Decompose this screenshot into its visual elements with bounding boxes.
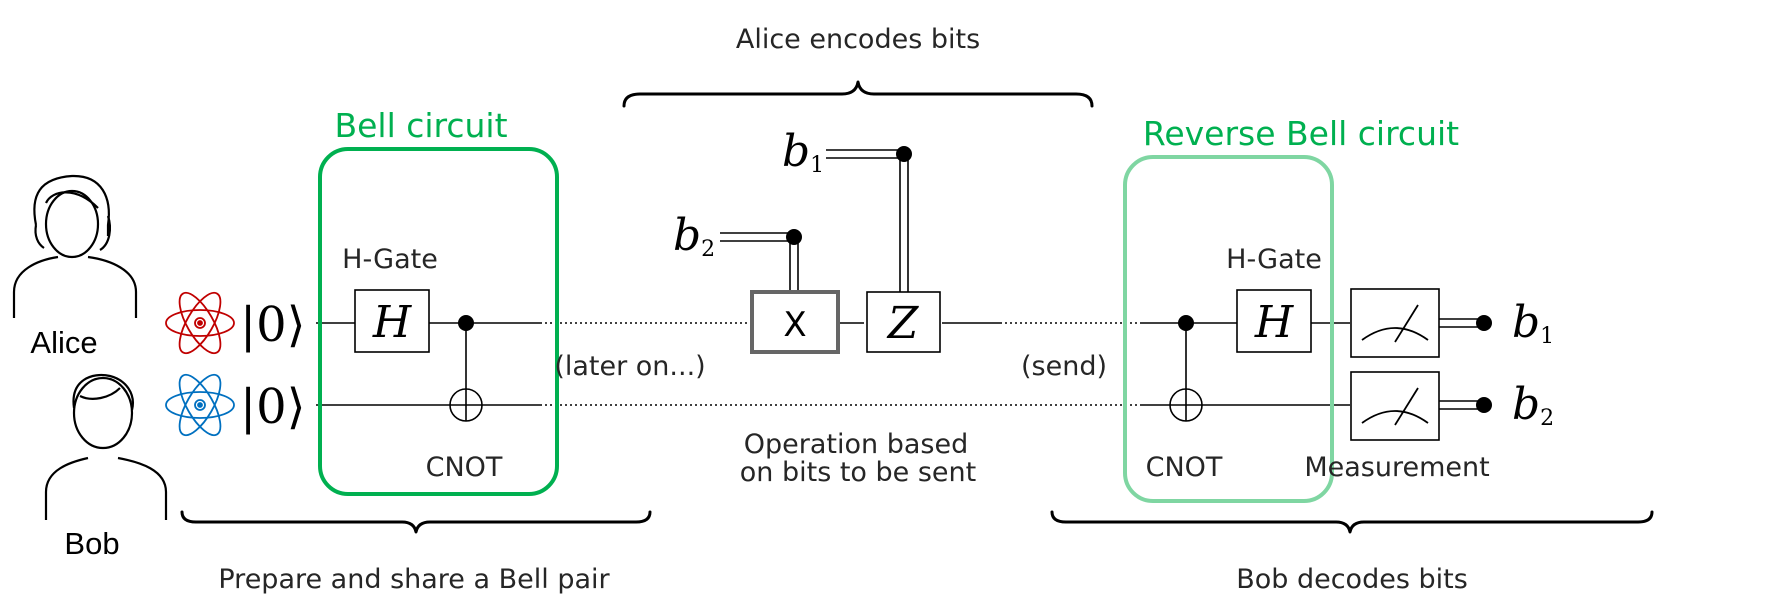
bob-decodes-label: Bob decodes bits <box>1236 564 1468 595</box>
operation-label-line1: Operation based <box>744 429 968 460</box>
later-on-label: (later on...) <box>554 351 705 382</box>
prepare-brace <box>180 510 652 534</box>
prepare-share-label: Prepare and share a Bell pair <box>218 564 610 595</box>
cnot-label-right: CNOT <box>1146 452 1223 483</box>
measurement-label: Measurement <box>1304 452 1489 483</box>
reverse-bell-circuit-box <box>1123 155 1334 503</box>
svg-text:H: H <box>1254 297 1295 348</box>
ket-bob: |0⟩ <box>240 379 305 435</box>
svg-text:Z: Z <box>886 298 920 349</box>
alice-label: Alice <box>30 325 97 360</box>
operation-label-line2: on bits to be sent <box>740 457 977 488</box>
b2-input-label: b2 <box>673 210 715 262</box>
reverse-bell-circuit-title: Reverse Bell circuit <box>1143 114 1459 153</box>
alice-encodes-title: Alice encodes bits <box>736 24 980 55</box>
cnot-gate-right <box>1169 315 1203 422</box>
top-brace <box>622 80 1094 108</box>
b1-output-label: b1 <box>1512 297 1554 349</box>
b2-classical-output <box>1439 397 1492 413</box>
measurement-meter-icon <box>1350 371 1440 441</box>
b1-input-label: b1 <box>782 126 824 178</box>
svg-text:X: X <box>783 305 806 345</box>
h-gate-right: H <box>1236 289 1312 353</box>
bell-circuit-title: Bell circuit <box>334 106 507 145</box>
bob-icon <box>44 374 168 520</box>
alice-icon <box>12 174 138 318</box>
svg-text:H: H <box>372 297 413 348</box>
atom-icon <box>165 373 235 437</box>
cnot-gate-left <box>449 315 483 422</box>
bell-circuit-box <box>318 147 559 496</box>
atom-icon <box>165 291 235 355</box>
x-gate: X <box>750 290 840 354</box>
z-gate: Z <box>866 291 941 353</box>
h-gate-left: H <box>354 289 430 353</box>
b2-classical-control <box>720 229 802 292</box>
bob-label: Bob <box>64 526 119 561</box>
b2-output-label: b2 <box>1512 379 1554 431</box>
measurement-meter-icon <box>1350 288 1440 358</box>
send-label: (send) <box>1021 351 1107 382</box>
h-gate-label-right: H-Gate <box>1226 244 1322 275</box>
bob-decodes-brace <box>1050 510 1654 534</box>
ket-alice: |0⟩ <box>240 297 305 353</box>
cnot-label-left: CNOT <box>426 452 503 483</box>
b1-classical-output <box>1439 315 1492 331</box>
b1-classical-control <box>826 146 912 292</box>
h-gate-label-left: H-Gate <box>342 244 438 275</box>
